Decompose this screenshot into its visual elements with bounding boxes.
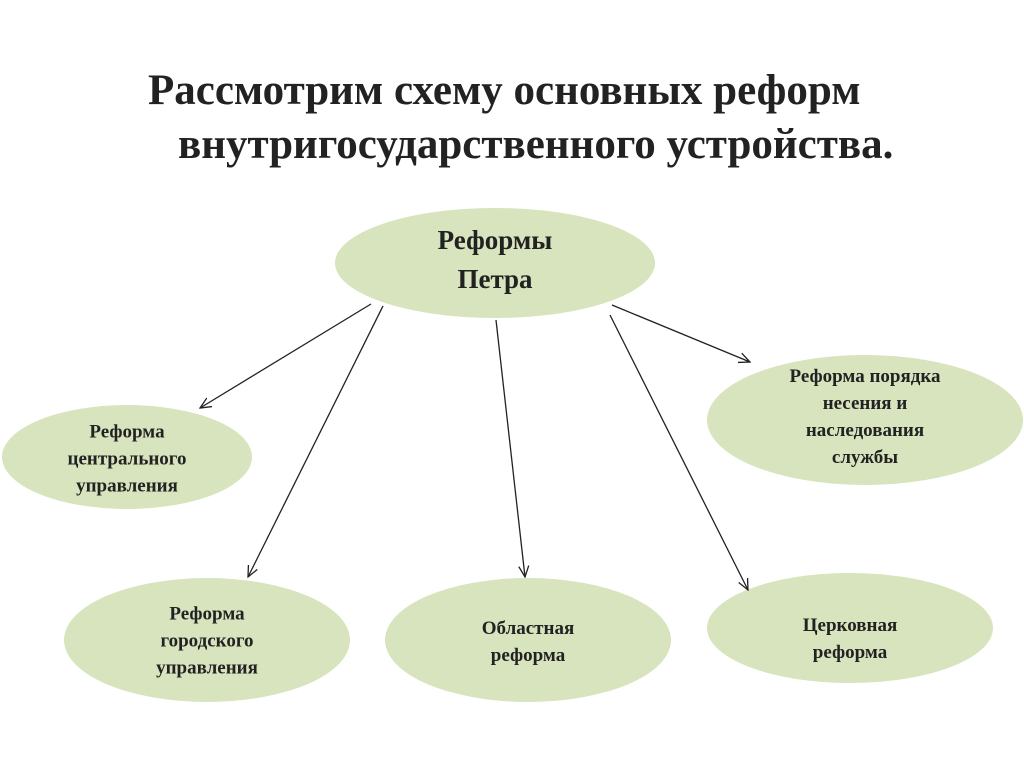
label-line: городского	[160, 630, 254, 652]
node-regional-shape	[385, 578, 671, 702]
label-line: Петра	[457, 264, 533, 294]
slide-title-line1: Рассмотрим схему основных реформ	[148, 67, 861, 114]
arrow-to-central	[200, 303, 372, 408]
label-line: службы	[831, 446, 899, 468]
node-city-label: Реформа городского управления	[156, 602, 258, 683]
label-line: наследования	[805, 420, 925, 441]
arrow-to-city	[248, 305, 384, 577]
label-line: реформа	[490, 645, 566, 666]
label-line: Реформы	[437, 224, 553, 255]
node-service-shape	[707, 355, 1023, 485]
node-center-label: Реформы Петра	[438, 221, 553, 299]
slide-title-line2: внутригосударственного устройства.	[178, 121, 894, 168]
node-regional-label: Областная реформа	[482, 616, 574, 670]
label-line: несения и	[822, 393, 908, 415]
node-church-label: Церковная реформа	[803, 613, 898, 667]
label-line: центрального	[67, 448, 187, 470]
label-line: реформа	[812, 642, 888, 663]
label-line: управления	[76, 475, 178, 497]
node-central-shape	[2, 405, 252, 509]
label-line: Реформа	[169, 603, 245, 625]
node-city-shape	[64, 578, 350, 702]
node-center-shape	[335, 208, 655, 318]
label-line: Реформа	[89, 421, 165, 443]
label-line: управления	[156, 657, 258, 679]
node-service-label: Реформа порядка несения и наследования с…	[789, 364, 940, 472]
node-central-label: Реформа центрального управления	[68, 420, 187, 501]
label-line: Реформа порядка	[789, 366, 941, 388]
label-line: Церковная	[802, 615, 898, 637]
arrow-to-regional	[495, 319, 525, 577]
node-church-shape	[707, 573, 993, 683]
arrow-to-church	[609, 314, 748, 590]
arrow-to-service	[611, 304, 750, 362]
label-line: Областная	[481, 618, 575, 640]
